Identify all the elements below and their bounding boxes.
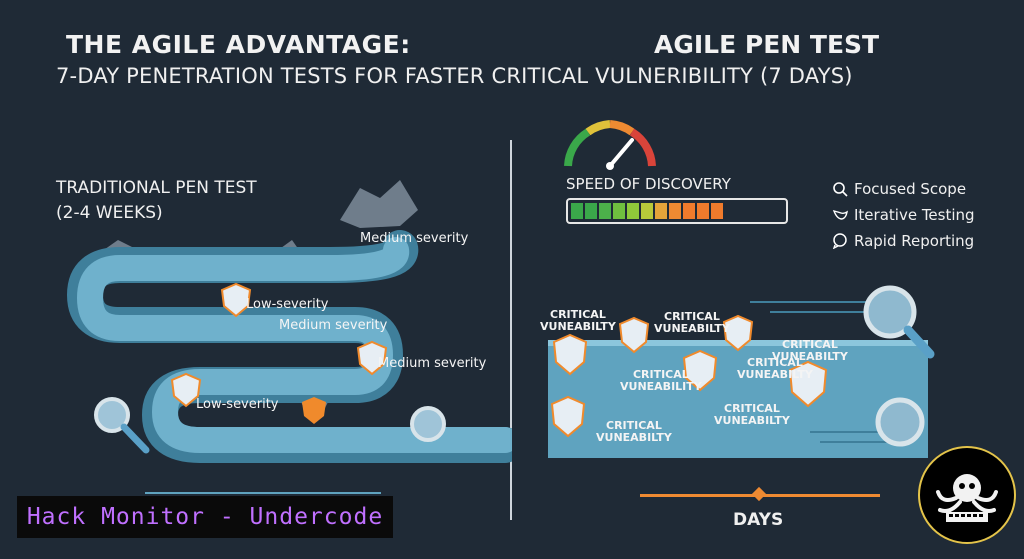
agile-road-illustration bbox=[548, 285, 935, 458]
speed-progress-bar bbox=[566, 198, 788, 224]
critical-line1: CRITICAL bbox=[550, 308, 606, 321]
speed-segment bbox=[613, 203, 625, 219]
critical-line2: VUNEABILITY bbox=[620, 380, 702, 393]
speed-segment bbox=[711, 203, 723, 219]
feature-label: Focused Scope bbox=[854, 180, 967, 198]
critical-line2: VUNEABILTY bbox=[654, 322, 730, 335]
octopus-icon bbox=[936, 474, 998, 522]
critical-line2: VUNEABILTY bbox=[714, 414, 790, 427]
critical-line1: CRITICAL bbox=[724, 402, 780, 415]
critical-line2: VUNEABILTY bbox=[540, 320, 616, 333]
feature-iterative-testing: Iterative Testing bbox=[832, 206, 975, 224]
speed-segment bbox=[697, 203, 709, 219]
critical-line2: VUNEABILTY bbox=[772, 350, 848, 363]
traditional-timeline bbox=[145, 492, 381, 494]
shield-icon bbox=[170, 282, 388, 424]
page-subtitle: 7-DAY PENETRATION TESTS FOR FASTER CRITI… bbox=[56, 64, 853, 88]
critical-vulnerability-label: CRITICAL VUNEABILTY bbox=[772, 339, 848, 363]
magnifier-icon bbox=[94, 397, 446, 454]
critical-line1: CRITICAL bbox=[782, 338, 838, 351]
traditional-title-line2: (2-4 WEEKS) bbox=[56, 203, 163, 223]
speed-segment bbox=[669, 203, 681, 219]
speed-segment bbox=[683, 203, 695, 219]
traditional-title-line1: TRADITIONAL PEN TEST bbox=[56, 178, 257, 198]
chat-icon bbox=[832, 233, 847, 249]
severity-label: Medium severity bbox=[378, 356, 487, 371]
road bbox=[76, 237, 512, 453]
critical-line1: CRITICAL bbox=[664, 310, 720, 323]
critical-vulnerability-label: CRITICAL VUNEABILTY bbox=[596, 420, 672, 444]
critical-vulnerability-label: CRITICAL VUNEABILITY bbox=[620, 369, 702, 393]
magnifier-icon bbox=[863, 285, 935, 447]
speed-of-discovery-label: SPEED OF DISCOVERY bbox=[566, 175, 731, 193]
critical-vulnerability-label: CRITICAL VUNEABILTY bbox=[737, 357, 813, 381]
page-title-left: THE AGILE ADVANTAGE: bbox=[66, 30, 411, 59]
speed-segment bbox=[641, 203, 653, 219]
critical-line1: CRITICAL bbox=[606, 419, 662, 432]
critical-vulnerability-label: CRITICAL VUNEABILTY bbox=[540, 309, 616, 333]
feature-label: Rapid Reporting bbox=[854, 232, 975, 250]
severity-label: Low-severity bbox=[196, 397, 279, 412]
watermark-banner: Hack Monitor - Undercode bbox=[17, 496, 393, 538]
severity-label: Medium severity bbox=[279, 318, 388, 333]
severity-label: Low-severity bbox=[246, 297, 329, 312]
days-axis-label: DAYS bbox=[733, 510, 784, 530]
octopus-logo bbox=[918, 446, 1016, 544]
critical-line1: CRITICAL bbox=[747, 356, 803, 369]
gauge-icon bbox=[564, 120, 656, 170]
critical-vulnerability-label: CRITICAL VUNEABILTY bbox=[714, 403, 790, 427]
traditional-title: TRADITIONAL PEN TEST (2-4 WEEKS) bbox=[56, 176, 257, 226]
critical-line1: CRITICAL bbox=[632, 368, 689, 381]
search-icon bbox=[833, 182, 848, 197]
agile-road bbox=[548, 340, 928, 458]
bird-icon bbox=[832, 209, 848, 220]
feature-label: Iterative Testing bbox=[854, 206, 975, 224]
page-title-right: AGILE PEN TEST bbox=[654, 30, 880, 59]
severity-label: Medium severity bbox=[360, 231, 469, 246]
feature-focused-scope: Focused Scope bbox=[832, 180, 966, 198]
shield-icon bbox=[550, 314, 828, 438]
speed-segment bbox=[627, 203, 639, 219]
center-divider bbox=[510, 140, 512, 520]
watermark-text: Hack Monitor - Undercode bbox=[26, 504, 384, 530]
critical-vulnerability-label: CRITICAL VUNEABILTY bbox=[654, 311, 730, 335]
timeline-marker bbox=[751, 486, 767, 502]
speed-segment bbox=[599, 203, 611, 219]
critical-line2: VUNEABILTY bbox=[596, 431, 672, 444]
speed-segment bbox=[585, 203, 597, 219]
critical-line2: VUNEABILTY bbox=[737, 368, 813, 381]
speed-segment bbox=[571, 203, 583, 219]
traditional-road-illustration bbox=[66, 180, 512, 463]
speed-segment bbox=[655, 203, 667, 219]
feature-rapid-reporting: Rapid Reporting bbox=[832, 232, 974, 250]
